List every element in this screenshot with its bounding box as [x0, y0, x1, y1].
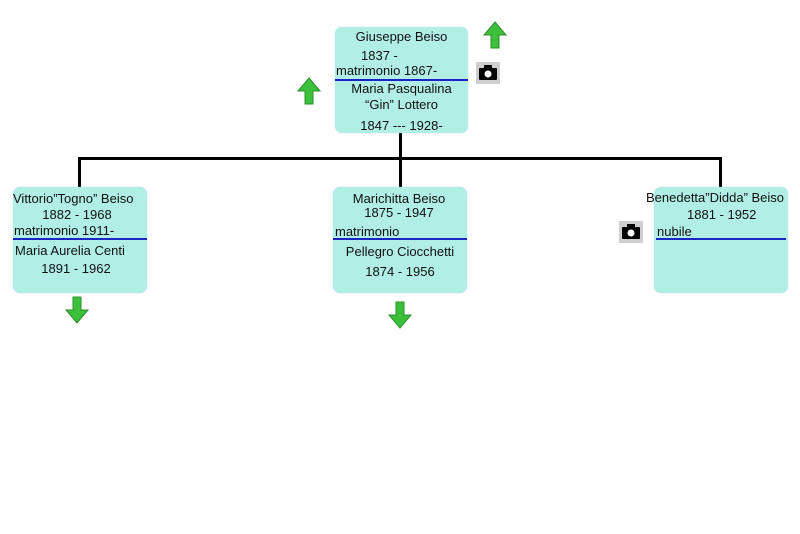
root-separator: [335, 79, 468, 81]
child-name: Vittorio”Togno” Beiso: [13, 191, 134, 206]
child-marriage: matrimonio 1911-: [14, 223, 115, 238]
root-dates: 1837 -: [361, 48, 398, 63]
child3-connector-vertical: [719, 157, 722, 187]
child-marriage: matrimonio: [335, 224, 400, 239]
child-status: nubile: [657, 224, 692, 239]
spouse-name: Pellegro Ciocchetti: [345, 244, 455, 259]
camera-icon[interactable]: [619, 221, 643, 243]
child-separator: [333, 238, 467, 240]
root-marriage: matrimonio 1867-: [336, 63, 438, 78]
spouse-dates: 1891 - 1962: [41, 261, 111, 276]
arrow-up-icon[interactable]: [483, 21, 507, 49]
child-card-marichitta[interactable]: Marichitta Beiso 1875 - 1947 matrimonio …: [333, 187, 467, 293]
root-spouse-line2: “Gin” Lottero: [365, 97, 438, 112]
child2-connector-vertical: [399, 157, 402, 187]
child-dates: 1881 - 1952: [687, 207, 757, 222]
root-connector-vertical: [399, 132, 402, 159]
child-card-vittorio[interactable]: Vittorio”Togno” Beiso 1882 - 1968 matrim…: [13, 187, 147, 293]
spouse-name: Maria Aurelia Centi: [15, 243, 125, 258]
child-dates: 1875 - 1947: [364, 205, 434, 220]
child1-connector-vertical: [78, 157, 81, 187]
arrow-up-icon[interactable]: [297, 77, 321, 105]
root-spouse-dates: 1847 --- 1928-: [360, 118, 443, 133]
child-dates: 1882 - 1968: [42, 207, 112, 222]
arrow-down-icon[interactable]: [65, 296, 89, 324]
child-name: Benedetta”Didda” Beiso: [646, 190, 785, 205]
camera-icon[interactable]: [476, 62, 500, 84]
child-name: Marichitta Beiso: [352, 191, 446, 206]
root-spouse-line1: Maria Pasqualina: [351, 81, 452, 96]
child-separator: [13, 238, 147, 240]
arrow-down-icon[interactable]: [388, 301, 412, 329]
root-person-card[interactable]: Giuseppe Beiso 1837 - matrimonio 1867- M…: [335, 27, 468, 133]
root-name: Giuseppe Beiso: [355, 29, 448, 44]
child-separator: [656, 238, 786, 240]
spouse-dates: 1874 - 1956: [365, 264, 435, 279]
child-card-benedetta[interactable]: [654, 187, 788, 293]
